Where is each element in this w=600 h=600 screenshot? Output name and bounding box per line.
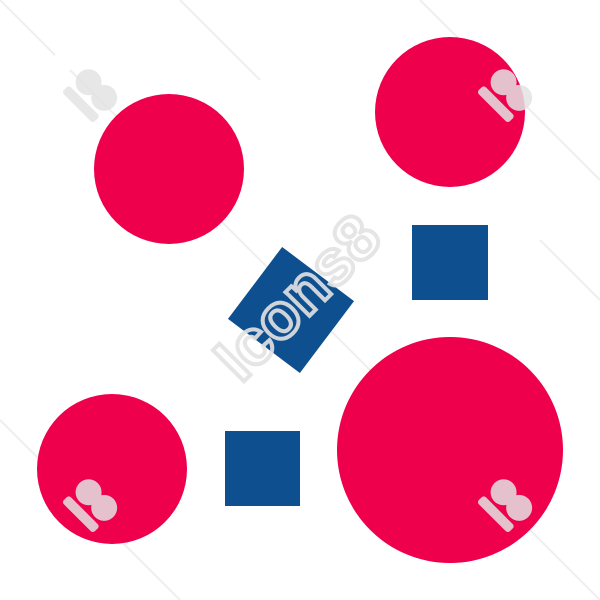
circle-top-right [375,37,525,187]
circle-bottom-left [37,394,187,544]
icons8-logo-icon [62,69,118,123]
icons8-logo-icon [62,479,118,533]
circle-top-left [94,94,244,244]
circle-bottom-right [337,337,563,563]
icons8-logo-icon [477,479,533,533]
square-bottom [225,431,300,506]
square-right [412,225,488,300]
square-center [227,246,355,374]
icons8-logo-icon [477,69,533,123]
